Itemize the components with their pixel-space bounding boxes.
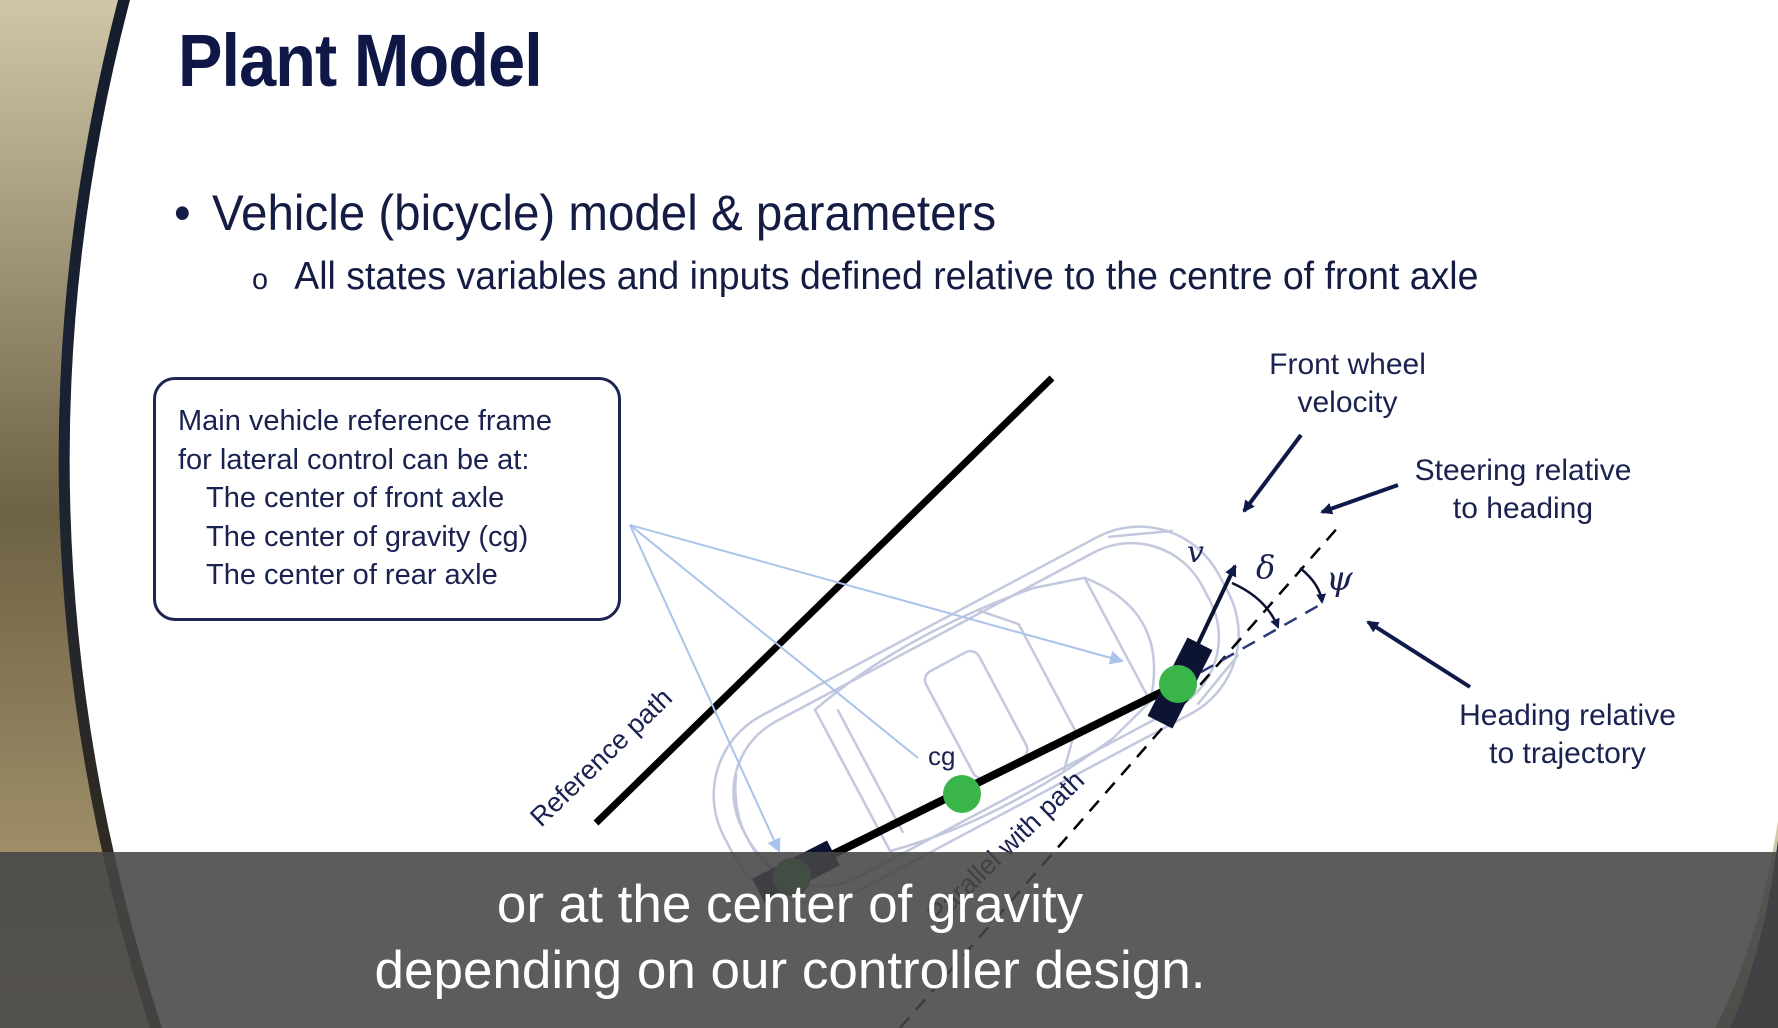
steering-arrow [1320, 483, 1399, 515]
subtitle-bar [0, 852, 1778, 1028]
psi-symbol: ψ [1326, 559, 1353, 599]
label-line: Front wheel [1269, 348, 1426, 381]
front-wheel-velocity-arrow [1242, 433, 1303, 513]
label-line: to heading [1452, 492, 1594, 525]
heading-line [1179, 600, 1326, 686]
label-line: velocity [1297, 386, 1398, 419]
subtitle-line-1: or at the center of gravity [496, 875, 1084, 934]
delta-arc [1231, 581, 1280, 629]
label-line: to trajectory [1489, 737, 1646, 770]
frame-option-rear-axle: The center of rear axle [206, 559, 498, 591]
front-axle-point [1159, 665, 1197, 703]
frame-box-line: for lateral control can be at: [178, 443, 530, 476]
delta-symbol: δ [1256, 548, 1275, 586]
steering-label: Steering relative to heading [1398, 452, 1648, 528]
subtitle-line-2: depending on our controller design. [374, 941, 1206, 1000]
reference-path-label: Reference path [524, 682, 678, 832]
front-wheel-velocity-label: Front wheel velocity [1240, 346, 1455, 422]
bullet-item: • Vehicle (bicycle) model & parameters [174, 184, 996, 242]
frame-box-line: Main vehicle reference frame [178, 405, 552, 437]
bullet-icon: • [174, 185, 191, 241]
bullet-text: Vehicle (bicycle) model & parameters [212, 185, 997, 241]
frame-option-front-axle: The center of front axle [206, 482, 505, 514]
velocity-arrow [1195, 564, 1237, 647]
sub-bullet-item: o All states variables and inputs defined… [252, 255, 1478, 299]
cg-label: cg [928, 741, 955, 771]
frame-option-cg: The center of gravity (cg) [206, 520, 529, 553]
sub-bullet-icon: o [252, 263, 269, 296]
heading-arrow [1366, 620, 1472, 689]
reference-frame-pointers [629, 524, 1124, 853]
label-line: Heading relative [1459, 699, 1676, 732]
heading-label: Heading relative to trajectory [1440, 697, 1695, 773]
psi-arc [1299, 567, 1327, 604]
reference-frame-box: Main vehicle reference frame for lateral… [153, 377, 621, 621]
label-line: Steering relative [1414, 454, 1632, 487]
velocity-symbol: v [1187, 535, 1204, 570]
subtitle: or at the center of gravity depending on… [0, 872, 1580, 1004]
cg-point [943, 775, 981, 813]
slide-title: Plant Model [178, 19, 543, 102]
reference-path-line [593, 375, 1055, 826]
sub-bullet-text: All states variables and inputs defined … [294, 255, 1479, 298]
vehicle-body-line [787, 680, 1180, 880]
